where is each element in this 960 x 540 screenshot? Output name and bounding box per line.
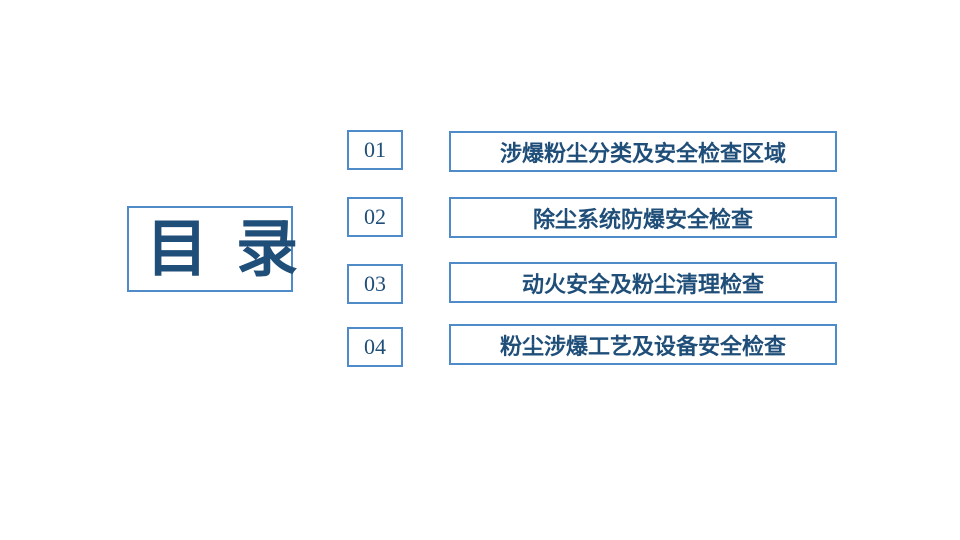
toc-number-01[interactable]: 01	[347, 130, 403, 170]
toc-number-04[interactable]: 04	[347, 327, 403, 367]
toc-title-box: 目录	[127, 206, 298, 292]
toc-title: 目录	[146, 212, 327, 285]
toc-item-01[interactable]: 涉爆粉尘分类及安全检查区域	[449, 131, 837, 172]
toc-item-04[interactable]: 粉尘涉爆工艺及设备安全检查	[449, 324, 837, 365]
toc-item-03[interactable]: 动火安全及粉尘清理检查	[449, 262, 837, 303]
toc-number-02[interactable]: 02	[347, 197, 403, 237]
toc-item-02[interactable]: 除尘系统防爆安全检查	[449, 197, 837, 238]
toc-number-03[interactable]: 03	[347, 264, 403, 304]
